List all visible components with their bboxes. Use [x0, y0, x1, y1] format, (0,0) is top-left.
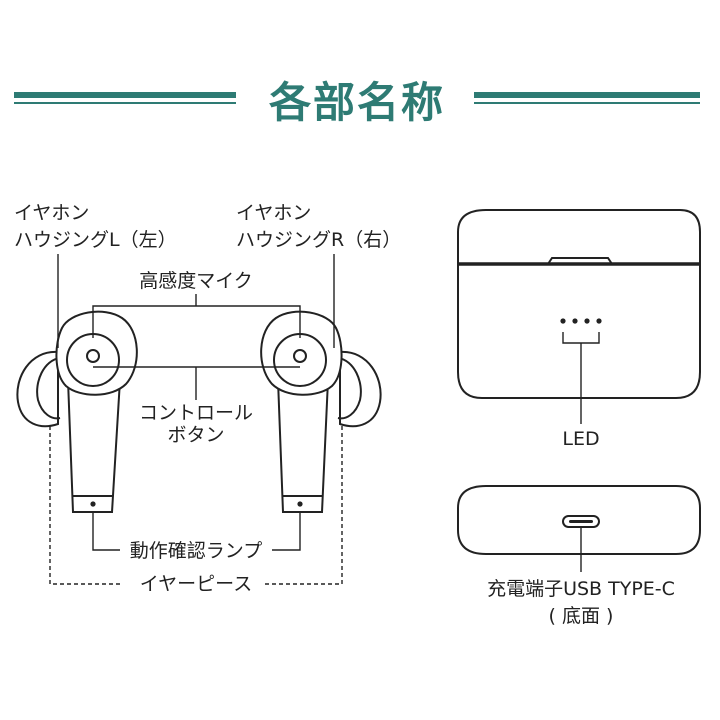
label-left-housing-line2: ハウジングL（左）	[14, 229, 177, 251]
earbud-right-stem	[276, 379, 330, 513]
title-decoration-left	[14, 92, 236, 104]
case-front-illustration	[457, 209, 701, 399]
label-microphone: 高感度マイク	[139, 270, 253, 292]
label-control-line2: ボタン	[167, 424, 224, 446]
leader-line-led	[562, 332, 600, 424]
led-indicators	[560, 318, 602, 324]
label-usb-port-line1: 充電端子USB TYPE-C	[487, 578, 675, 600]
leader-lines-eartips	[49, 426, 343, 585]
earbud-right-illustration	[260, 310, 382, 513]
label-eartip: イヤーピース	[140, 573, 252, 595]
label-usb-port-line2: ( 底面 )	[549, 605, 614, 627]
title-decoration-right	[474, 92, 700, 104]
microphone-left	[86, 349, 100, 363]
microphone-right	[293, 349, 307, 363]
lamp-left	[90, 501, 96, 507]
earbud-left-stem	[66, 379, 122, 513]
label-right-housing-line1: イヤホン	[236, 202, 311, 224]
case-front-notch	[547, 257, 613, 265]
page-title: 各部名称	[269, 78, 445, 127]
label-lamp: 動作確認ランプ	[130, 540, 262, 562]
label-control-line1: コントロール	[139, 402, 253, 424]
leader-lines-earbuds	[57, 254, 335, 551]
label-right-housing-line2: ハウジングR（右）	[236, 229, 401, 251]
label-led: LED	[562, 428, 599, 450]
lamp-right	[297, 501, 303, 507]
case-front-body	[457, 209, 701, 399]
earbud-left-illustration	[16, 310, 138, 513]
case-bottom-illustration	[457, 485, 701, 555]
label-left-housing-line1: イヤホン	[14, 202, 89, 224]
